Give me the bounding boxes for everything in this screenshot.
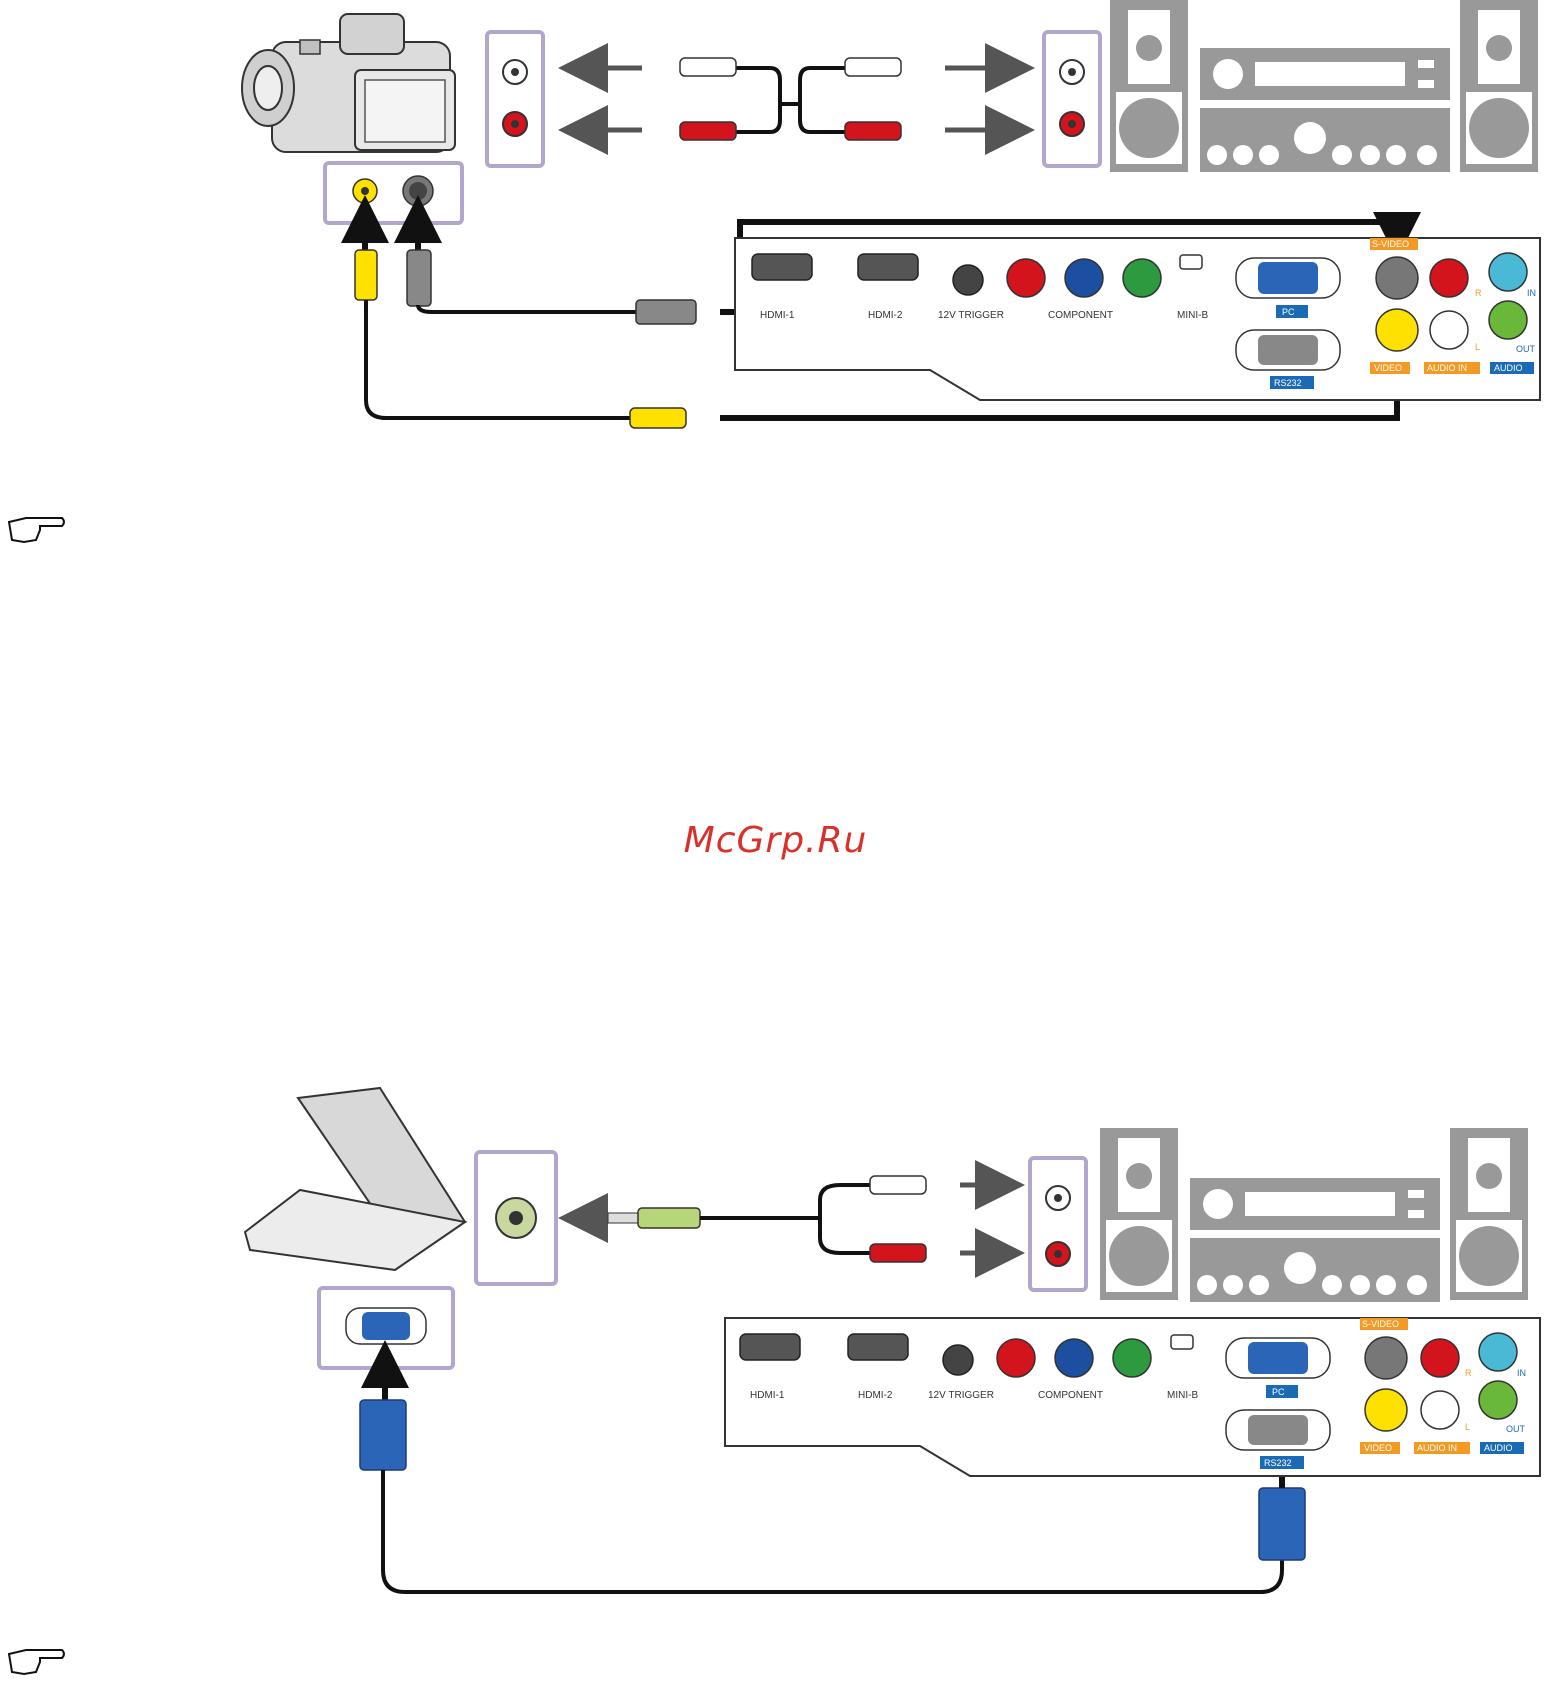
rca-audio-cable <box>680 58 901 140</box>
label-audio-in: AUDIO IN <box>1427 363 1467 373</box>
label-out: OUT <box>1516 344 1536 354</box>
amplifier-icon <box>1190 1178 1440 1302</box>
camcorder-audio-frame <box>487 32 543 166</box>
speaker-icon <box>1450 1128 1528 1300</box>
label-video: VIDEO <box>1374 363 1402 373</box>
label-hdmi1: HDMI-1 <box>760 310 795 321</box>
speaker-icon <box>1110 0 1188 172</box>
laptop-audio-frame <box>476 1152 556 1284</box>
label-rs232: RS232 <box>1274 378 1302 388</box>
speaker-icon <box>1100 1128 1178 1300</box>
label-pc: PC <box>1272 1387 1285 1397</box>
label-audio-in: AUDIO IN <box>1417 1443 1457 1453</box>
label-audio: AUDIO <box>1494 363 1523 373</box>
amplifier-inputs-frame <box>1044 32 1100 166</box>
watermark-text: McGrp.Ru <box>0 820 1551 861</box>
label-mini-b: MINI-B <box>1167 1390 1198 1401</box>
label-component: COMPONENT <box>1048 310 1113 321</box>
label-r: R <box>1465 1368 1472 1378</box>
label-in: IN <box>1527 288 1536 298</box>
pointing-hand-icon <box>6 1644 68 1678</box>
label-rs232: RS232 <box>1264 1458 1292 1468</box>
label-in: IN <box>1517 1368 1526 1378</box>
minijack-to-rca-cable <box>608 1176 926 1262</box>
label-pc: PC <box>1282 307 1295 317</box>
pointing-hand-icon <box>6 512 68 546</box>
camcorder-outputs-frame <box>325 163 462 223</box>
amplifier-inputs-frame <box>1030 1158 1086 1290</box>
label-hdmi2: HDMI-2 <box>858 1390 893 1401</box>
label-video: VIDEO <box>1364 1443 1392 1453</box>
laptop-icon <box>245 1088 465 1270</box>
label-12v-trigger: 12V TRIGGER <box>938 310 1004 321</box>
label-component: COMPONENT <box>1038 1390 1103 1401</box>
label-out: OUT <box>1506 1424 1526 1434</box>
label-s-video: S-VIDEO <box>1372 239 1409 249</box>
label-hdmi2: HDMI-2 <box>868 310 903 321</box>
label-l: L <box>1465 1422 1470 1432</box>
camcorder-icon <box>242 14 455 152</box>
label-l: L <box>1475 342 1480 352</box>
amplifier-icon <box>1200 48 1450 172</box>
label-mini-b: MINI-B <box>1177 310 1208 321</box>
label-12v-trigger: 12V TRIGGER <box>928 1390 994 1401</box>
label-s-video: S-VIDEO <box>1362 1319 1399 1329</box>
label-hdmi1: HDMI-1 <box>750 1390 785 1401</box>
label-r: R <box>1475 288 1482 298</box>
label-audio: AUDIO <box>1484 1443 1513 1453</box>
projector-panel-bottom: HDMI-1 HDMI-2 12V TRIGGER COMPONENT MINI… <box>725 1318 1540 1476</box>
projector-panel-top: HDMI-1 HDMI-2 12V TRIGGER COMPONENT MINI… <box>735 238 1540 400</box>
speaker-icon <box>1460 0 1538 172</box>
